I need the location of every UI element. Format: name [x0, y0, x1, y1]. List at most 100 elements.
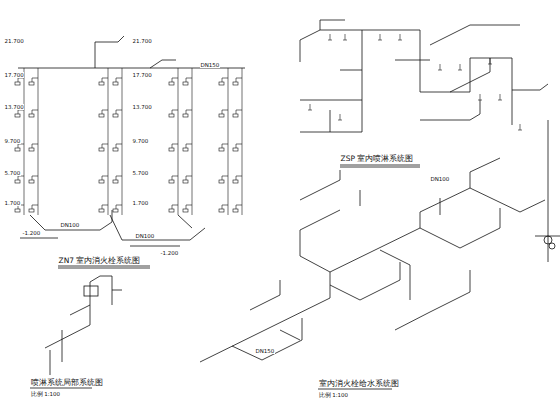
- valve-box: [84, 286, 98, 296]
- pipe-annotation: -1.200: [160, 250, 179, 256]
- hydrant-branch: [102, 144, 108, 148]
- pipe-annotation: 21.700: [4, 38, 24, 44]
- pipe-annotation: 13.700: [132, 104, 152, 110]
- hydrant-branch: [172, 110, 178, 114]
- hydrant-branch: [172, 176, 178, 180]
- sprinkler-head: [478, 94, 482, 100]
- hydrant-branch: [172, 78, 178, 82]
- pipe-annotation: DN100: [430, 176, 450, 182]
- valve-cluster: [549, 243, 555, 249]
- hydrant-branch: [186, 205, 192, 209]
- hydrant-box: [169, 180, 174, 183]
- hydrant-box: [183, 209, 188, 212]
- riser-pipe: [178, 68, 179, 215]
- hydrant-box: [99, 148, 104, 151]
- pipe-annotation: 5.700: [4, 170, 21, 176]
- hydrant-branch: [102, 176, 108, 180]
- hydrant-branch: [236, 205, 242, 209]
- hydrant-box: [233, 180, 238, 183]
- sprinkler-head: [458, 64, 462, 70]
- hydrant-branch: [102, 110, 108, 114]
- hydrant-box: [99, 82, 104, 85]
- hydrant-branch: [222, 110, 228, 114]
- sprinkler-head: [343, 34, 347, 40]
- drawing-title: ZN7 室内消火栓系统图: [58, 257, 141, 265]
- hydrant-branch: [32, 110, 38, 114]
- riser-pipe: [228, 68, 229, 215]
- pipe-annotation: 比例 1:100: [30, 391, 61, 397]
- riser-pipe: [192, 68, 193, 215]
- pipe-annotation: 比例 1:100: [318, 392, 349, 398]
- hydrant-box: [219, 148, 224, 151]
- hydrant-box: [29, 114, 34, 117]
- pipe-annotation: 9.700: [132, 138, 149, 144]
- sprinkler-head: [338, 114, 342, 120]
- hydrant-box: [113, 209, 118, 212]
- pipe-annotation: 17.700: [132, 72, 152, 78]
- hydrant-branch: [32, 205, 38, 209]
- hydrant-branch: [116, 110, 122, 114]
- hydrant-branch: [186, 176, 192, 180]
- hydrant-box: [219, 82, 224, 85]
- hydrant-branch: [18, 78, 24, 82]
- hydrant-box: [183, 114, 188, 117]
- hydrant-branch: [222, 78, 228, 82]
- pipe-annotation: 1.700: [132, 200, 149, 206]
- hydrant-box: [233, 209, 238, 212]
- riser-pipe: [108, 68, 109, 215]
- branch-pipe: [250, 190, 470, 330]
- sprinkler-head: [518, 124, 522, 130]
- pipe-annotation: -1.200: [22, 230, 41, 236]
- hydrant-branch: [186, 78, 192, 82]
- hydrant-box: [99, 209, 104, 212]
- hydrant-branch: [18, 144, 24, 148]
- sprinkler-head: [398, 34, 402, 40]
- hydrant-box: [183, 148, 188, 151]
- pipe-annotation: 1.700: [4, 200, 21, 206]
- hydrant-branch: [186, 110, 192, 114]
- hydrant-box: [219, 180, 224, 183]
- main-pipe: [200, 158, 500, 362]
- hydrant-box: [29, 209, 34, 212]
- hydrant-box: [15, 82, 20, 85]
- hydrant-box: [99, 114, 104, 117]
- hydrant-branch: [222, 205, 228, 209]
- hydrant-box: [183, 82, 188, 85]
- sprinkler-head: [308, 104, 312, 110]
- hydrant-box: [15, 209, 20, 212]
- valve-cluster: [544, 236, 552, 244]
- hydrant-branch: [116, 176, 122, 180]
- hydrant-box: [15, 114, 20, 117]
- pipe-annotation: DN150: [255, 348, 275, 354]
- riser-pipe: [242, 68, 243, 215]
- hydrant-box: [169, 114, 174, 117]
- hydrant-branch: [102, 78, 108, 82]
- hydrant-branch: [172, 144, 178, 148]
- hydrant-box: [233, 148, 238, 151]
- hydrant-box: [113, 114, 118, 117]
- hydrant-branch: [172, 205, 178, 209]
- drawing-title: 喷淋系统局部系统图: [30, 379, 103, 387]
- local-pipe: [45, 276, 122, 375]
- hydrant-box: [233, 114, 238, 117]
- riser-pipe: [38, 68, 39, 215]
- pipe-annotation: 17.700: [4, 72, 24, 78]
- riser-pipe: [122, 68, 123, 215]
- drawing-title: 室内消火栓给水系统图: [318, 380, 399, 388]
- pipe-annotation: DN150: [200, 62, 220, 68]
- hydrant-branch: [186, 144, 192, 148]
- sprinkler-head: [378, 34, 382, 40]
- sprinkler-head: [328, 34, 332, 40]
- pipe-annotation: 9.700: [4, 138, 21, 144]
- pipe-annotation: DN100: [135, 233, 155, 239]
- roof-pipe: [95, 36, 124, 68]
- hydrant-box: [169, 209, 174, 212]
- hydrant-branch: [236, 144, 242, 148]
- riser-pipe: [535, 120, 560, 262]
- hydrant-box: [15, 148, 20, 151]
- hydrant-branch: [32, 144, 38, 148]
- sprinkler-head: [438, 64, 442, 70]
- pipe-annotation: 21.700: [132, 38, 152, 44]
- hydrant-branch: [116, 205, 122, 209]
